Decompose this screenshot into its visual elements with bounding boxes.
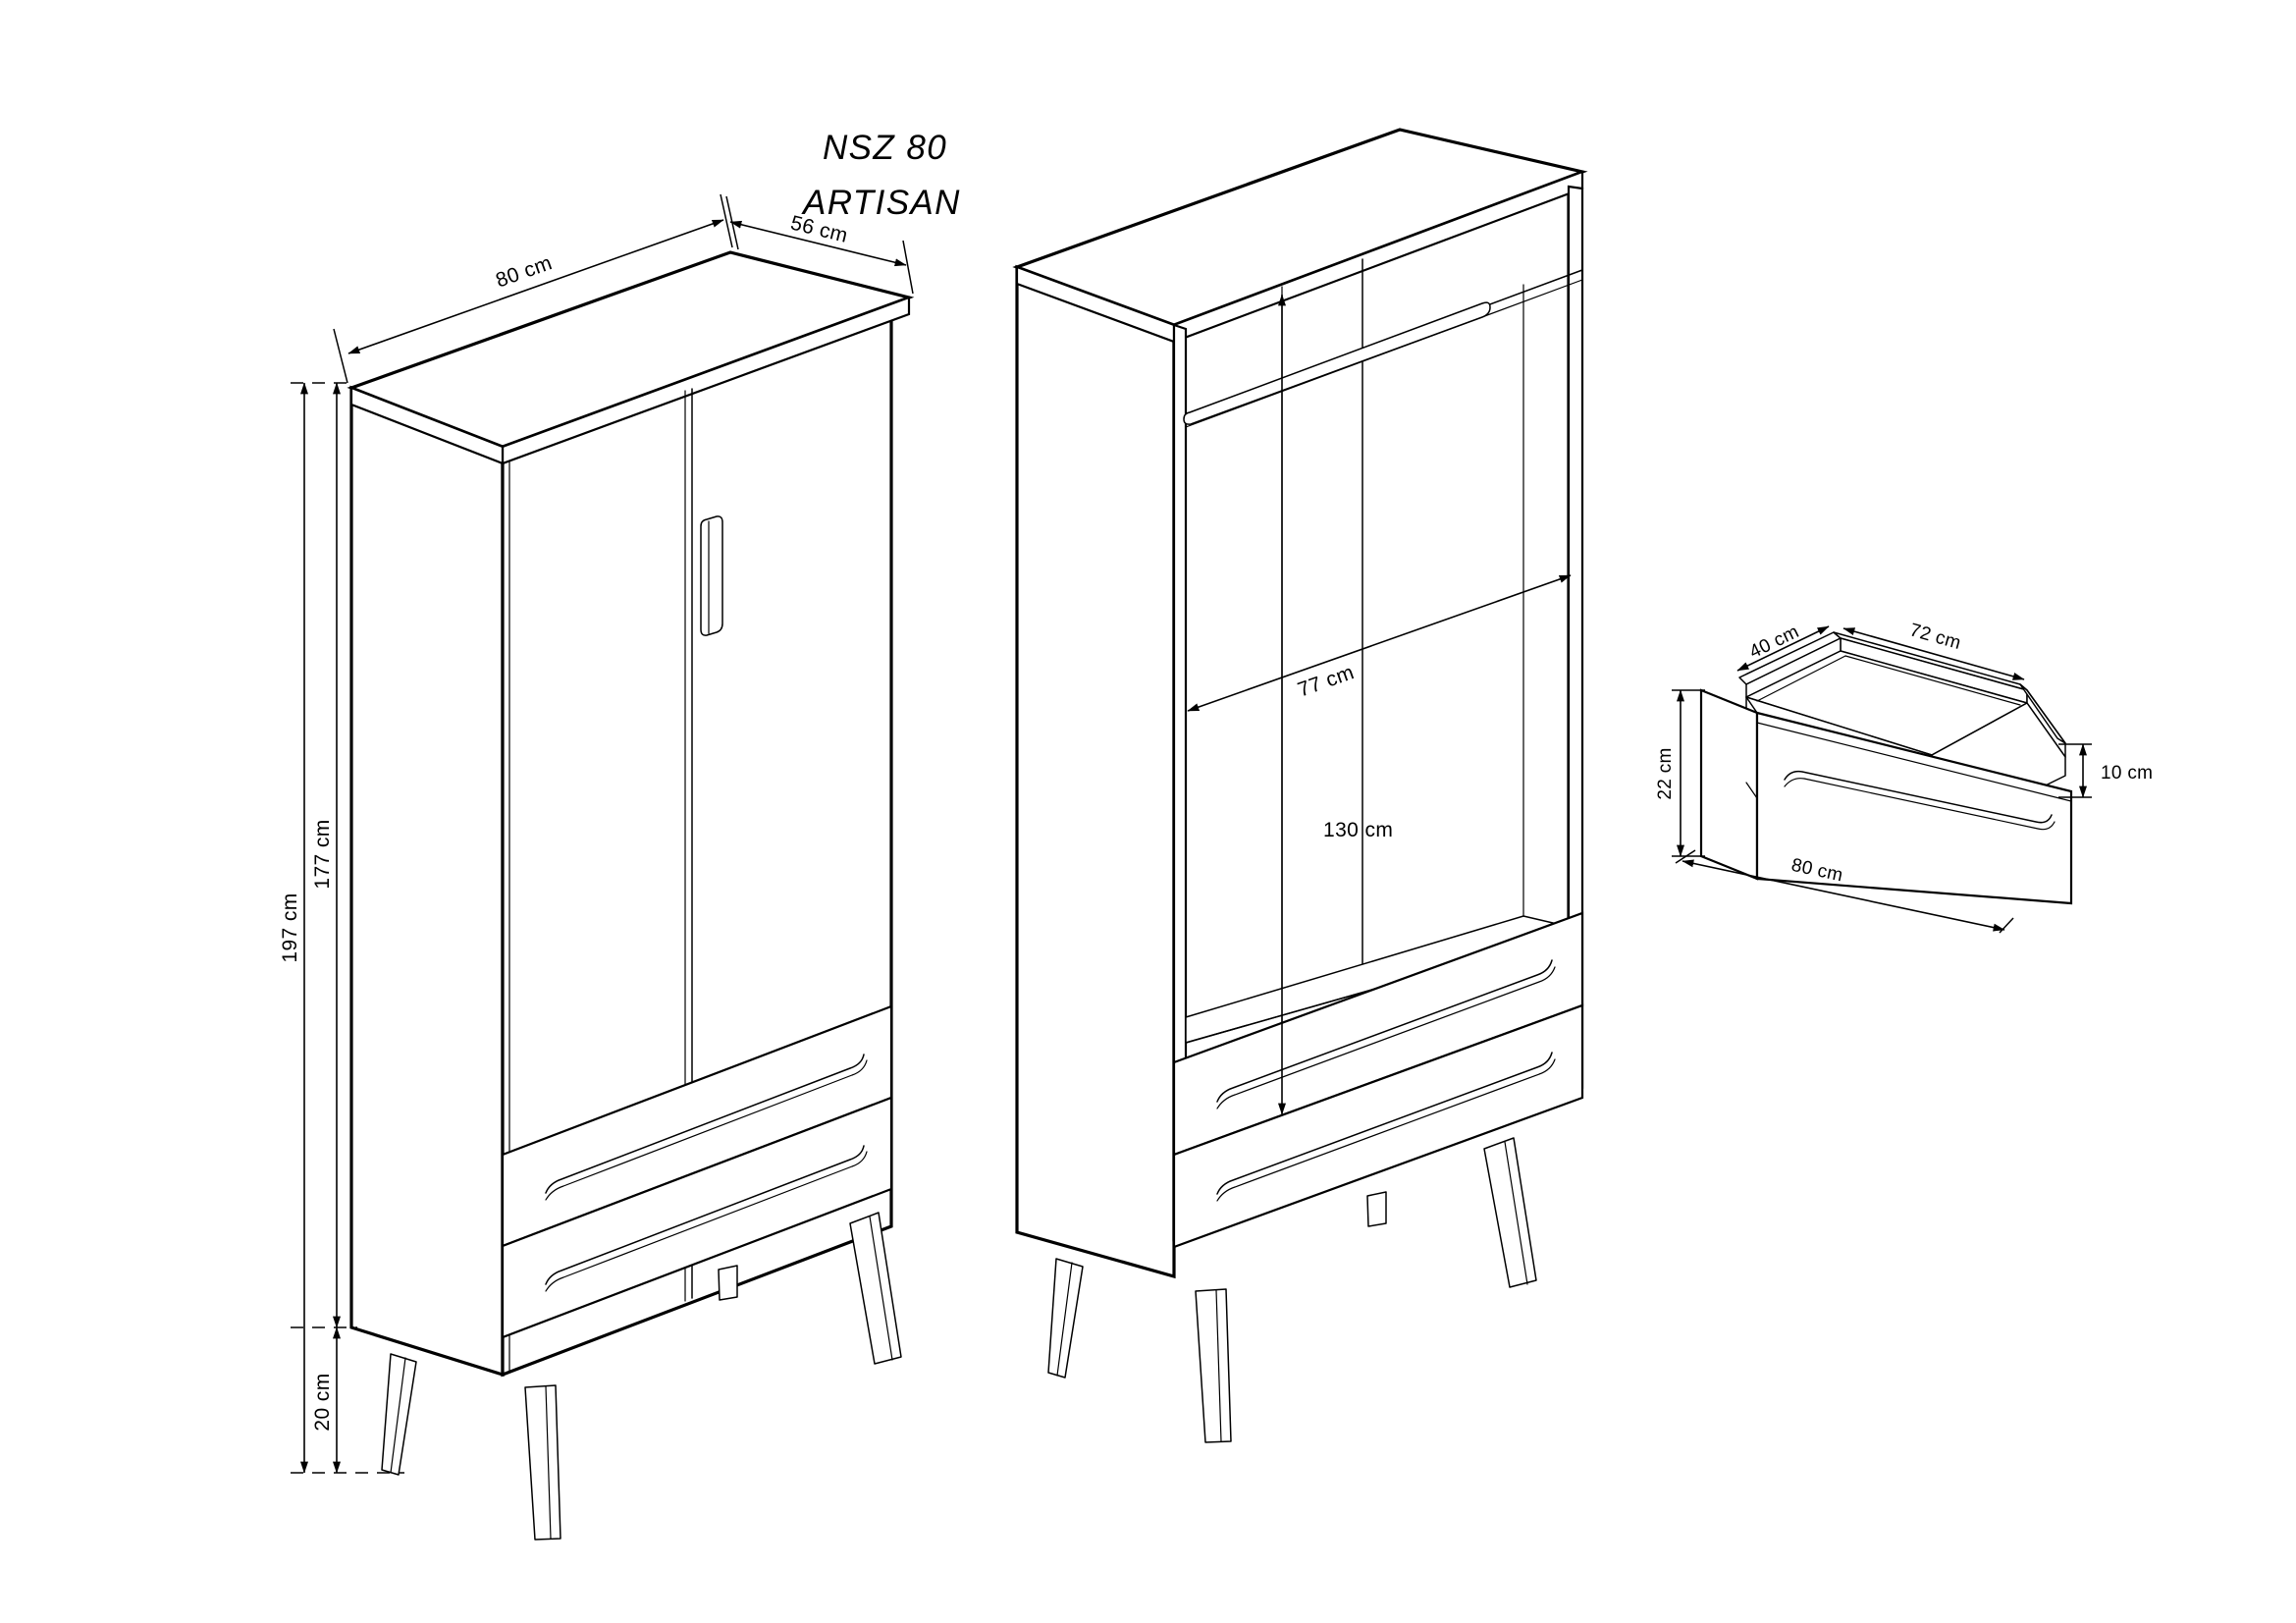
leg-front-left-crease — [390, 1357, 406, 1474]
open-drawer-upper-groove-shadow — [1216, 966, 1556, 1109]
dim-40-line — [1736, 625, 1830, 672]
legs-closed — [381, 1212, 902, 1541]
open-drawer-lower-groove — [1216, 1052, 1553, 1195]
cabinet-body-closed — [347, 250, 915, 1378]
title-line-1: NSZ 80 — [823, 129, 947, 167]
drawer-front-top-edge — [1756, 722, 2072, 802]
dim-72-line — [1842, 627, 2025, 680]
drawer-lower-groove-shadow — [545, 1151, 868, 1292]
drawer-lower-front — [501, 1096, 893, 1339]
dim-80-label: 80 cm — [493, 251, 555, 293]
dim-height-20: 20 cm — [311, 1326, 341, 1474]
dim-hanging-height-130: 130 cm — [1278, 294, 1393, 1115]
leg-rear-centre — [718, 1265, 738, 1301]
leg-front-right — [849, 1212, 902, 1365]
drawer-front-groove-shadow — [1784, 778, 2056, 831]
leg-front-left — [381, 1353, 417, 1476]
drawer-floor-crease-a — [1756, 655, 1846, 702]
open-leg-front-right — [1483, 1137, 1537, 1288]
drawer-upper-groove — [545, 1054, 865, 1194]
open-drawer-lower-groove-shadow — [1216, 1058, 1556, 1202]
open-bottom-panel-left-edge — [1016, 1231, 1175, 1277]
open-leg-front-centre-crease — [1215, 1289, 1222, 1442]
door-handle — [700, 515, 723, 636]
drawer-front-to-box-step-2 — [1745, 782, 1758, 799]
drawer-front-panel-face — [1755, 711, 2073, 905]
dim-77-line — [1187, 574, 1572, 712]
view-front-closed: 80 cm 56 cm 197 cm 177 cm — [279, 193, 915, 1541]
open-leg-rear-centre — [1366, 1191, 1387, 1227]
leg-front-centre — [524, 1384, 561, 1541]
drawer-box — [1699, 631, 2073, 905]
leg-front-right-crease — [869, 1216, 893, 1361]
open-drawer-upper-groove — [1216, 959, 1553, 1103]
dim-80d-line — [1682, 859, 2005, 932]
dim-height-197: 197 cm — [279, 382, 308, 1474]
open-leg-front-left — [1047, 1258, 1084, 1379]
dim-height-177: 177 cm — [311, 382, 341, 1328]
dim-130-label: 130 cm — [1323, 819, 1393, 841]
dim-56-line — [729, 220, 907, 267]
title-line-2: ARTISAN — [801, 184, 961, 222]
leg-front-centre-crease — [545, 1385, 552, 1540]
left-side-panel — [349, 385, 505, 1378]
bottom-panel-left-edge — [350, 1326, 504, 1376]
dim-80-ext-left — [333, 328, 348, 384]
hanging-rail — [1183, 301, 1491, 425]
top-panel-edge-left — [349, 386, 505, 465]
open-left-side-panel — [1015, 264, 1176, 1279]
drawer-front-panel — [1699, 688, 1759, 881]
dim-10-label: 10 cm — [2101, 763, 2153, 784]
cabinet-body-open — [1012, 128, 1588, 1279]
dim-177-label: 177 cm — [311, 819, 334, 889]
dim-22-label: 22 cm — [1655, 747, 1676, 799]
drawing-title: NSZ 80 ARTISAN — [801, 129, 961, 222]
dim-197-label: 197 cm — [279, 893, 301, 962]
dim-80-line — [347, 219, 724, 354]
drawer-lower-groove — [545, 1145, 865, 1285]
dim-20-label: 20 cm — [311, 1373, 334, 1431]
drawer-upper-groove-shadow — [545, 1059, 868, 1201]
open-leg-front-right-crease — [1504, 1141, 1528, 1285]
view-drawer-detail: 40 cm 72 cm 22 cm 10 cm — [1655, 620, 2153, 934]
dim-56-ext-right — [902, 240, 914, 295]
drawer-right-wall-outer — [2019, 683, 2066, 744]
drawer-front-to-box-step — [1745, 696, 1758, 714]
open-leg-front-left-crease — [1056, 1262, 1073, 1377]
view-front-open: 77 cm 130 cm — [1012, 128, 1588, 1443]
dim-front-height-22: 22 cm — [1655, 689, 1705, 857]
dim-box-height-10: 10 cm — [2058, 743, 2153, 798]
drawer-front-groove — [1784, 770, 2053, 824]
open-leg-front-centre — [1195, 1288, 1232, 1443]
dim-80d-ext-left — [1675, 849, 1696, 864]
legs-open — [1047, 1137, 1537, 1443]
dim-80d-ext-right — [1999, 917, 2014, 934]
